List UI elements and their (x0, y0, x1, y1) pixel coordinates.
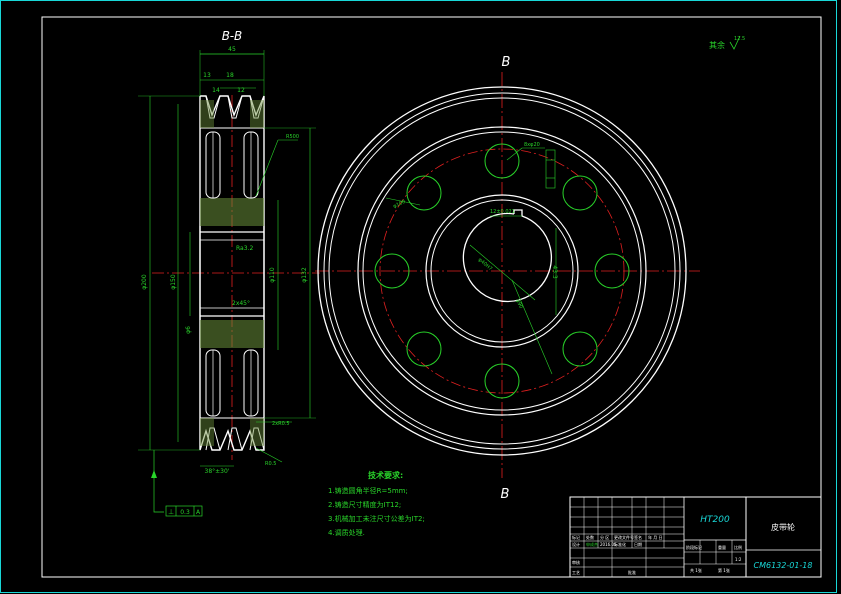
roughness-label: 其余 (709, 40, 725, 50)
inner-border (41, 16, 822, 578)
tb-r3-2: 比例 (734, 544, 742, 550)
tb-part-name: 皮带轮 (771, 522, 795, 532)
dim-pcd: φ100 (392, 199, 406, 210)
tb-scale: 1:2 (735, 557, 742, 562)
section-cut-bottom: B (501, 487, 510, 502)
tol-datum: A (196, 509, 201, 516)
tb-r1-0: 标记 (572, 534, 580, 540)
tol-symbol: ⊥ (168, 508, 174, 516)
front-view: 8xφ20 φ100 φ40H7 12±0.021 43.3 φ90 B B (315, 55, 700, 502)
dim-18: 18 (226, 72, 234, 79)
roughness-ra32: Ra3.2 (236, 245, 253, 252)
tol-value: 0.3 (180, 509, 190, 516)
dim-hub: φ90 (514, 298, 524, 309)
dim-phi150: φ150 (170, 274, 177, 290)
dim-r05: R0.5 (265, 461, 276, 467)
section-cut-top: B (502, 55, 511, 70)
tb-r2-2: 2016.05 (600, 542, 617, 547)
technical-notes: 技术要求: 1.铸造圆角半径R=5mm; 2.铸造尺寸精度为IT12; 3.机械… (328, 470, 425, 537)
tb-r1-1: 处数 (586, 534, 594, 540)
tb-r2-4: 日期 (634, 541, 642, 547)
note-2: 2.铸造尺寸精度为IT12; (328, 500, 401, 509)
title-block: HT200 皮带轮 CM6132-01-18 标记 处数 分 区 更改文件号 签… (569, 496, 822, 578)
tb-r3-1: 重量 (718, 544, 726, 550)
dim-width-45: 45 (228, 46, 236, 53)
section-view (152, 95, 320, 460)
section-label: B-B (222, 29, 243, 43)
section-dimensions: 45 13 18 14 12 φ200 φ150 φ6 φ110 φ132 R5… (138, 46, 316, 513)
tolerance-frame: ⊥ 0.3 A (165, 505, 203, 517)
tb-r1-2: 分 区 (600, 534, 609, 540)
tb-r3-0: 阶段标记 (686, 544, 702, 550)
tb-r5-1: 批准 (628, 569, 636, 575)
tb-material: HT200 (700, 515, 730, 525)
dim-12: 12 (237, 87, 245, 94)
bolt-holes (374, 143, 630, 399)
dim-phi6: φ6 (185, 326, 192, 334)
tb-r2-3: 标准化 (614, 541, 626, 547)
roughness-note: 其余 12.5 (709, 35, 745, 50)
note-3: 3.机械加工未注尺寸公差为IT2; (328, 514, 425, 523)
dim-phi110: φ110 (269, 267, 276, 283)
dim-chamfer: 2x45° (232, 300, 250, 307)
dim-angle: 38°±30' (205, 468, 230, 475)
dim-key-depth: 43.3 (551, 265, 558, 279)
tb-r1-4: 签名 (634, 534, 642, 540)
tb-r1-5: 年 月 日 (648, 534, 663, 540)
dim-bore: φ40H7 (477, 257, 494, 272)
tb-r1-3: 更改文件号 (614, 534, 634, 540)
dim-keyway: 12±0.021 (490, 209, 515, 215)
dim-2xr05: 2xR0.5 (272, 421, 290, 427)
roughness-value: 12.5 (734, 36, 745, 42)
tb-sheet: 共 1张 (690, 567, 702, 573)
tb-r5-0: 工艺 (572, 570, 580, 575)
notes-title: 技术要求: (368, 470, 403, 480)
note-1: 1.铸造圆角半径R=5mm; (328, 486, 408, 495)
tb-r2-1: 申成杰 (586, 541, 598, 547)
note-4: 4.调质处理. (328, 528, 365, 537)
dim-holes: 8xφ20 (524, 142, 540, 148)
dim-phi200: φ200 (141, 274, 148, 290)
tb-r4-0: 审核 (572, 559, 580, 565)
tb-drawing-no: CM6132-01-18 (754, 561, 813, 570)
dim-phi132: φ132 (301, 267, 308, 283)
dim-r500: R500 (286, 134, 299, 140)
tb-r2-0: 设计 (572, 541, 580, 547)
dim-13: 13 (203, 72, 211, 79)
tb-sheet2: 第 1张 (718, 567, 730, 573)
dim-14: 14 (212, 87, 220, 94)
